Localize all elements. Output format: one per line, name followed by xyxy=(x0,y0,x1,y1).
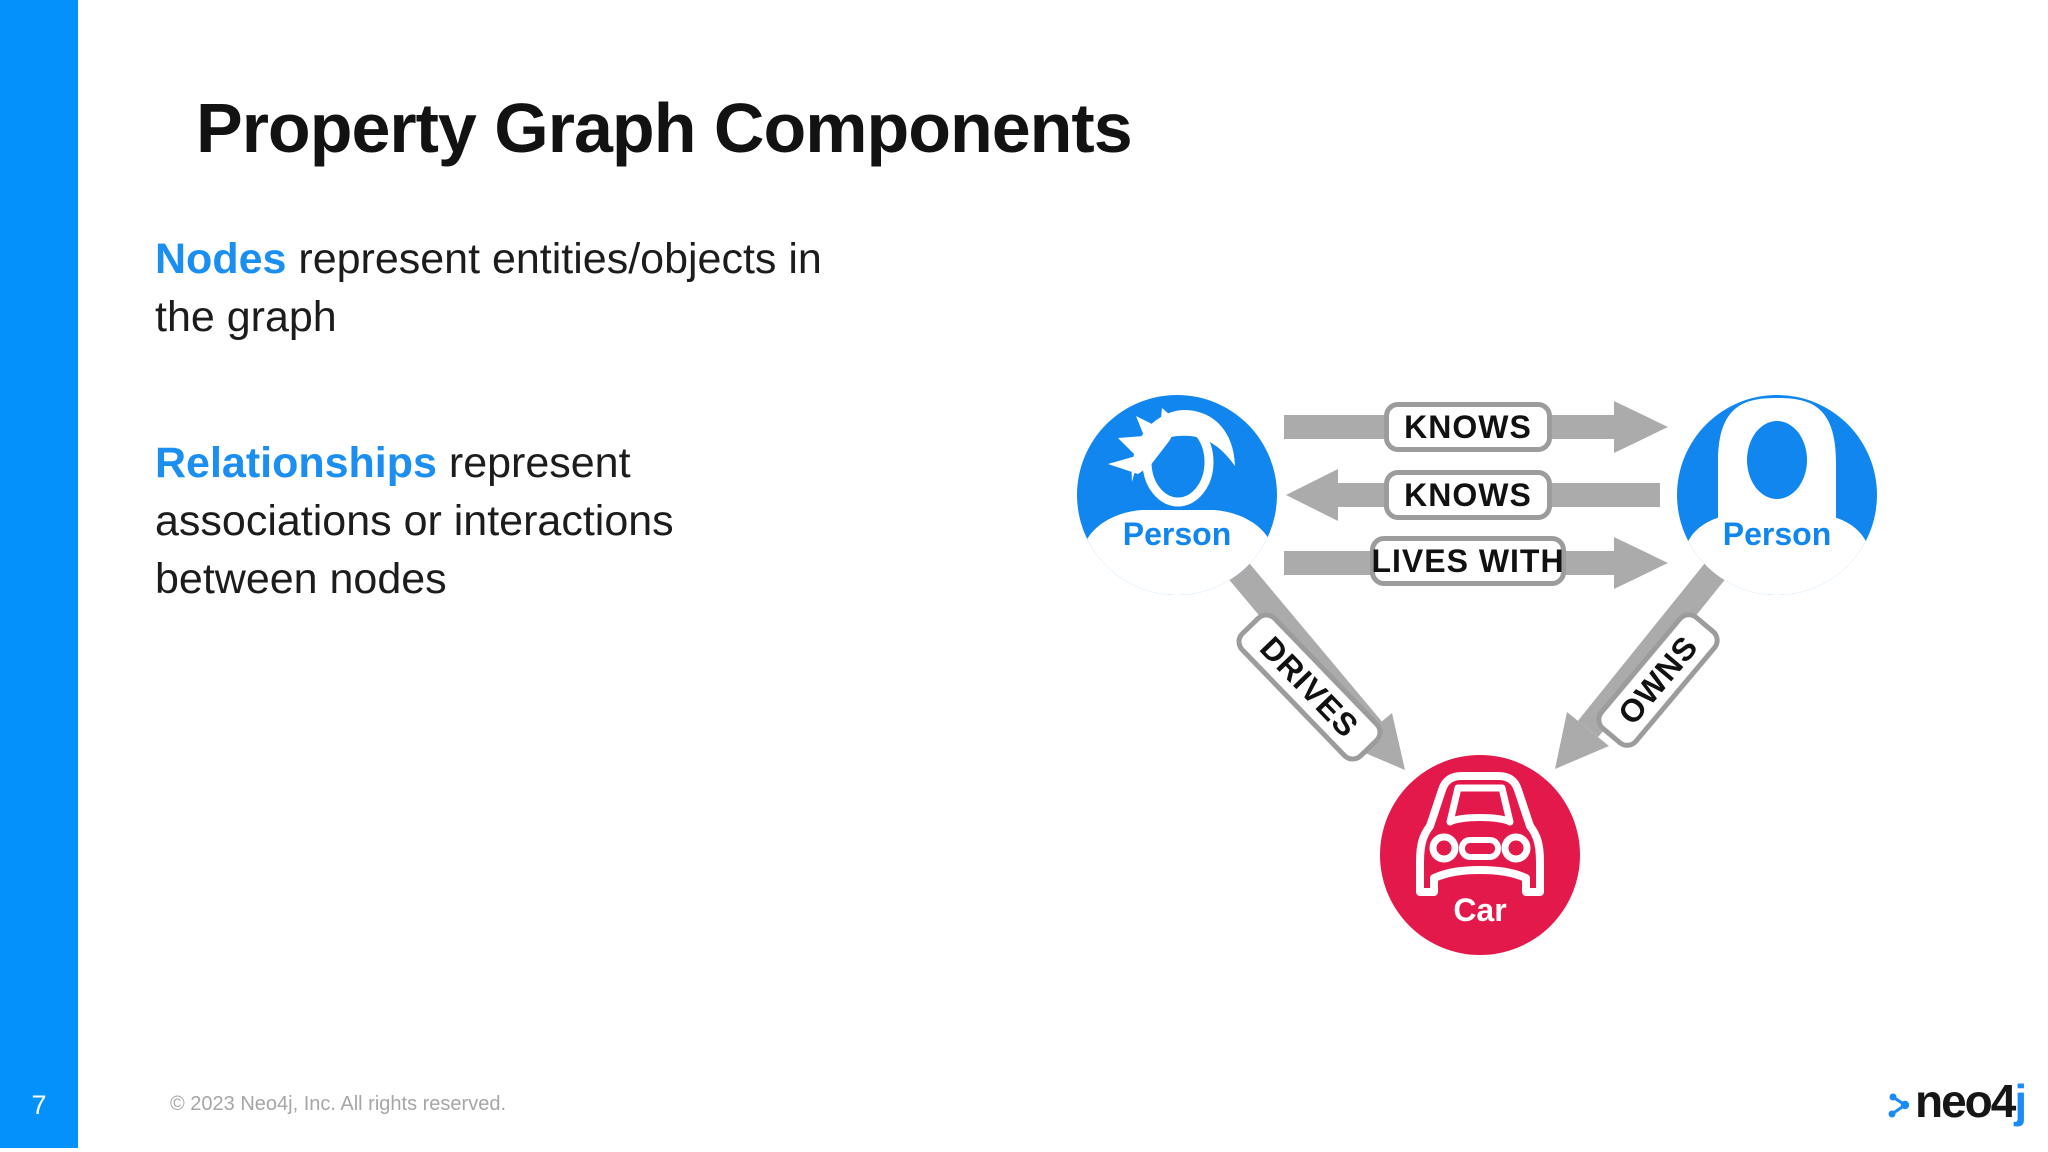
page-title: Property Graph Components xyxy=(196,89,1133,167)
node-label-car: Car xyxy=(1453,892,1507,928)
torso xyxy=(1682,513,1872,595)
neo4j-logo: neo4j xyxy=(1886,1078,2027,1124)
bullet-relationships-text: represent associations or interactions b… xyxy=(155,439,674,603)
person-node-right xyxy=(1677,395,1877,595)
windshield xyxy=(1446,784,1514,826)
logo-word: neo4 xyxy=(1915,1075,2016,1127)
left-accent-bar xyxy=(0,0,78,1148)
bullet-relationships: Relationships represent associations or … xyxy=(155,434,845,608)
copyright-text: © 2023 Neo4j, Inc. All rights reserved. xyxy=(170,1093,507,1115)
logo-word-j: j xyxy=(2014,1075,2027,1127)
car-body xyxy=(1416,772,1544,896)
female-person-icon xyxy=(1682,398,1872,595)
car-node xyxy=(1380,755,1580,955)
bullet-nodes-text: represent entities/objects in the graph xyxy=(155,235,822,341)
node-label-person-left: Person xyxy=(1122,516,1232,552)
bullet-relationships-term: Relationships xyxy=(155,439,437,487)
relationship-label-knows-2: KNOWS xyxy=(1384,470,1552,520)
page-number: 7 xyxy=(31,1090,47,1120)
node-label-person-right: Person xyxy=(1722,516,1832,552)
car-icon xyxy=(1416,772,1544,896)
relationship-label-knows-1: KNOWS xyxy=(1384,402,1552,452)
neo4j-wordmark: neo4j xyxy=(1915,1078,2027,1124)
male-person-icon xyxy=(1080,408,1276,595)
face xyxy=(1747,421,1807,499)
headlight-right xyxy=(1501,833,1531,863)
torso xyxy=(1080,510,1276,595)
property-graph-diagram: KNOWS KNOWS LIVES WITH DRIVES OWNS Perso… xyxy=(1020,370,1940,1010)
person-node-left xyxy=(1077,395,1277,595)
bullet-nodes: Nodes represent entities/objects in the … xyxy=(155,230,845,346)
relationship-label-lives-with: LIVES WITH xyxy=(1370,536,1566,586)
neo4j-graph-icon xyxy=(1888,1093,1910,1118)
headlight-left xyxy=(1429,833,1459,863)
grille xyxy=(1459,837,1501,860)
bullet-nodes-term: Nodes xyxy=(155,235,287,283)
hair-spikes xyxy=(1108,408,1178,474)
